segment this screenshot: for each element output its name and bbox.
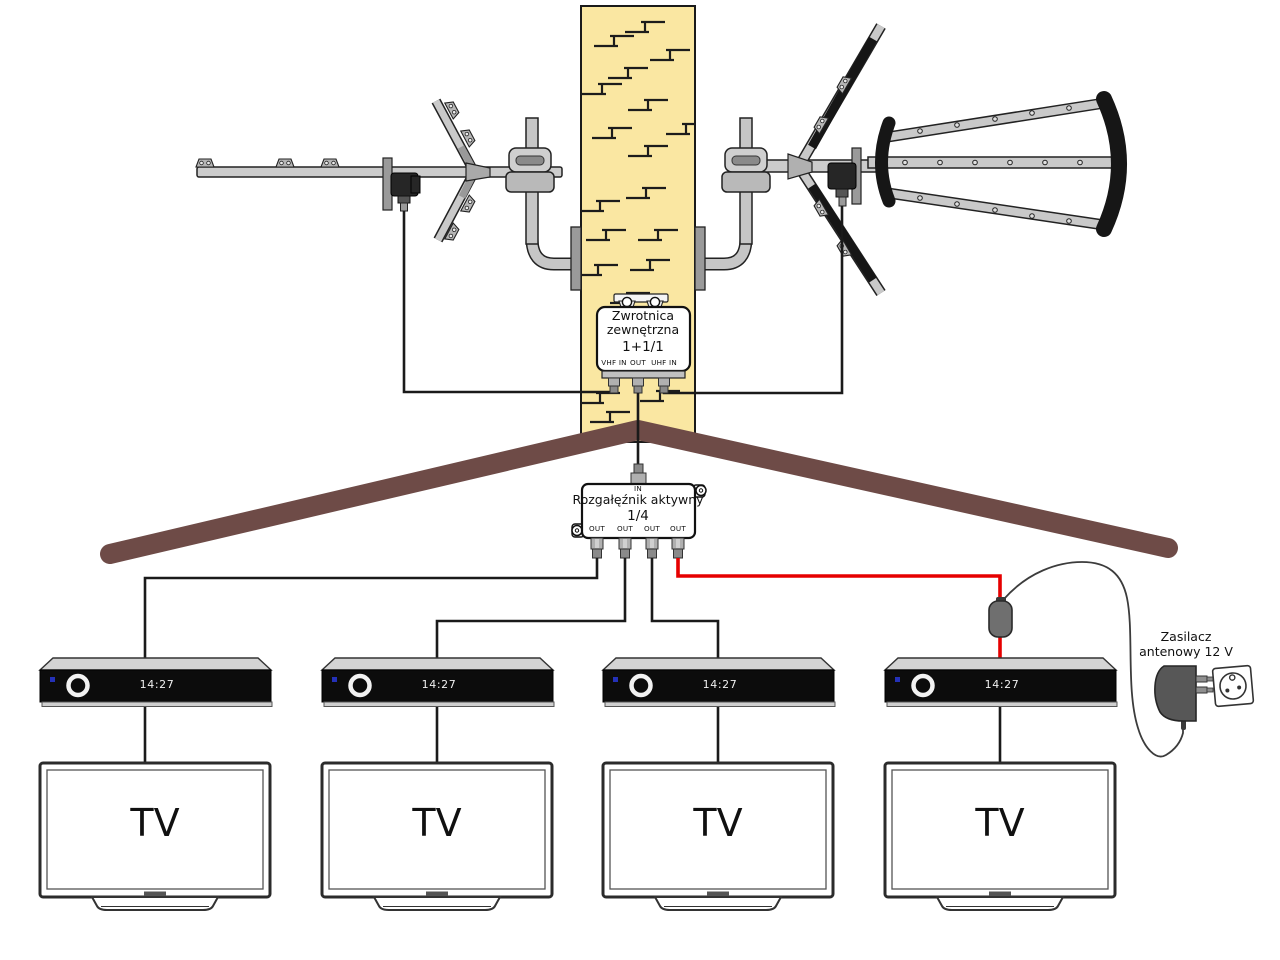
combiner-ports	[608, 377, 670, 394]
tv-3	[601, 761, 835, 911]
power-inserter	[988, 597, 1013, 638]
standby-led	[613, 677, 618, 682]
receiver-4	[883, 657, 1118, 707]
bracket-screw	[649, 296, 661, 308]
receiver-3	[601, 657, 836, 707]
combiner-model: 1+1/1	[622, 339, 664, 355]
combiner-port-out: OUT	[630, 358, 646, 367]
power-supply-label-line2: antenowy 12 V	[1139, 644, 1233, 659]
cable-out3	[650, 558, 720, 660]
combiner-port-uhf-in: UHF IN	[651, 358, 677, 367]
uhf-mast-wall-plate	[694, 226, 706, 291]
distribution-cables	[143, 558, 1002, 765]
receiver-2-clock: 14:27	[421, 678, 457, 691]
combiner-name-line2: zewnętrzna	[606, 322, 680, 337]
vhf-antenna	[195, 98, 563, 244]
standby-led	[50, 677, 55, 682]
uhf-front-bow	[875, 116, 896, 208]
combiner-name-line1: Zwrotnica	[611, 308, 675, 323]
vhf-balun	[382, 157, 421, 212]
vhf-mast	[525, 117, 582, 291]
uhf-antenna	[721, 23, 1127, 296]
standby-led	[332, 677, 337, 682]
bracket-screw	[621, 296, 633, 308]
power-supply-label-line1: Zasilacz	[1160, 629, 1212, 644]
receiver-1	[38, 657, 273, 707]
power-supply	[1154, 665, 1214, 730]
combiner-port-vhf-in: VHF IN	[601, 358, 627, 367]
cable-out4-red	[676, 558, 1002, 603]
uhf-mast	[694, 117, 753, 291]
rivets	[902, 105, 1083, 224]
front-knob	[348, 673, 372, 698]
splitter-port-in: IN	[634, 484, 642, 493]
vhf-boom-clamp	[505, 147, 555, 193]
receiver-4-clock: 14:27	[984, 678, 1020, 691]
wall-outlet	[1211, 664, 1255, 708]
receiver-1-clock: 14:27	[139, 678, 175, 691]
front-knob	[911, 673, 935, 698]
splitter-in-connector	[630, 472, 647, 485]
combiner-unit	[595, 293, 692, 394]
adapter-body	[1154, 665, 1197, 722]
splitter-out-connectors	[590, 537, 685, 559]
splitter-port-out-3: OUT	[644, 524, 660, 533]
tv-4	[883, 761, 1117, 911]
splitter-port-out-2: OUT	[617, 524, 633, 533]
standby-led	[895, 677, 900, 682]
splitter-port-out-4: OUT	[670, 524, 686, 533]
tv-2	[320, 761, 554, 911]
cable-out2	[435, 558, 627, 660]
splitter-model: 1/4	[627, 508, 649, 524]
tv-4-label: TV	[975, 801, 1025, 845]
cable-out1	[143, 558, 599, 660]
uhf-boom-clamp	[721, 147, 771, 193]
front-knob	[629, 673, 653, 698]
tv-1	[38, 761, 272, 911]
uhf-balun	[827, 147, 862, 207]
ground-pin	[1228, 674, 1236, 681]
tv-2-label: TV	[412, 801, 462, 845]
tv-3-label: TV	[693, 801, 743, 845]
receiver-3-clock: 14:27	[702, 678, 738, 691]
splitter-name: Rozgałęźnik aktywny	[572, 492, 704, 507]
uhf-rear-bow	[1096, 91, 1127, 237]
splitter-port-out-1: OUT	[589, 524, 605, 533]
dc-wire	[1003, 561, 1184, 758]
splitter-unit	[571, 463, 707, 559]
receiver-2	[320, 657, 555, 707]
vhf-mast-wall-plate	[570, 226, 582, 291]
splitter-body	[580, 482, 697, 540]
vhf-reflector-arms	[431, 98, 491, 244]
uhf-director-cage	[867, 91, 1127, 237]
tv-1-label: TV	[130, 801, 180, 845]
front-knob	[66, 673, 90, 698]
powered-cable	[676, 558, 1002, 662]
